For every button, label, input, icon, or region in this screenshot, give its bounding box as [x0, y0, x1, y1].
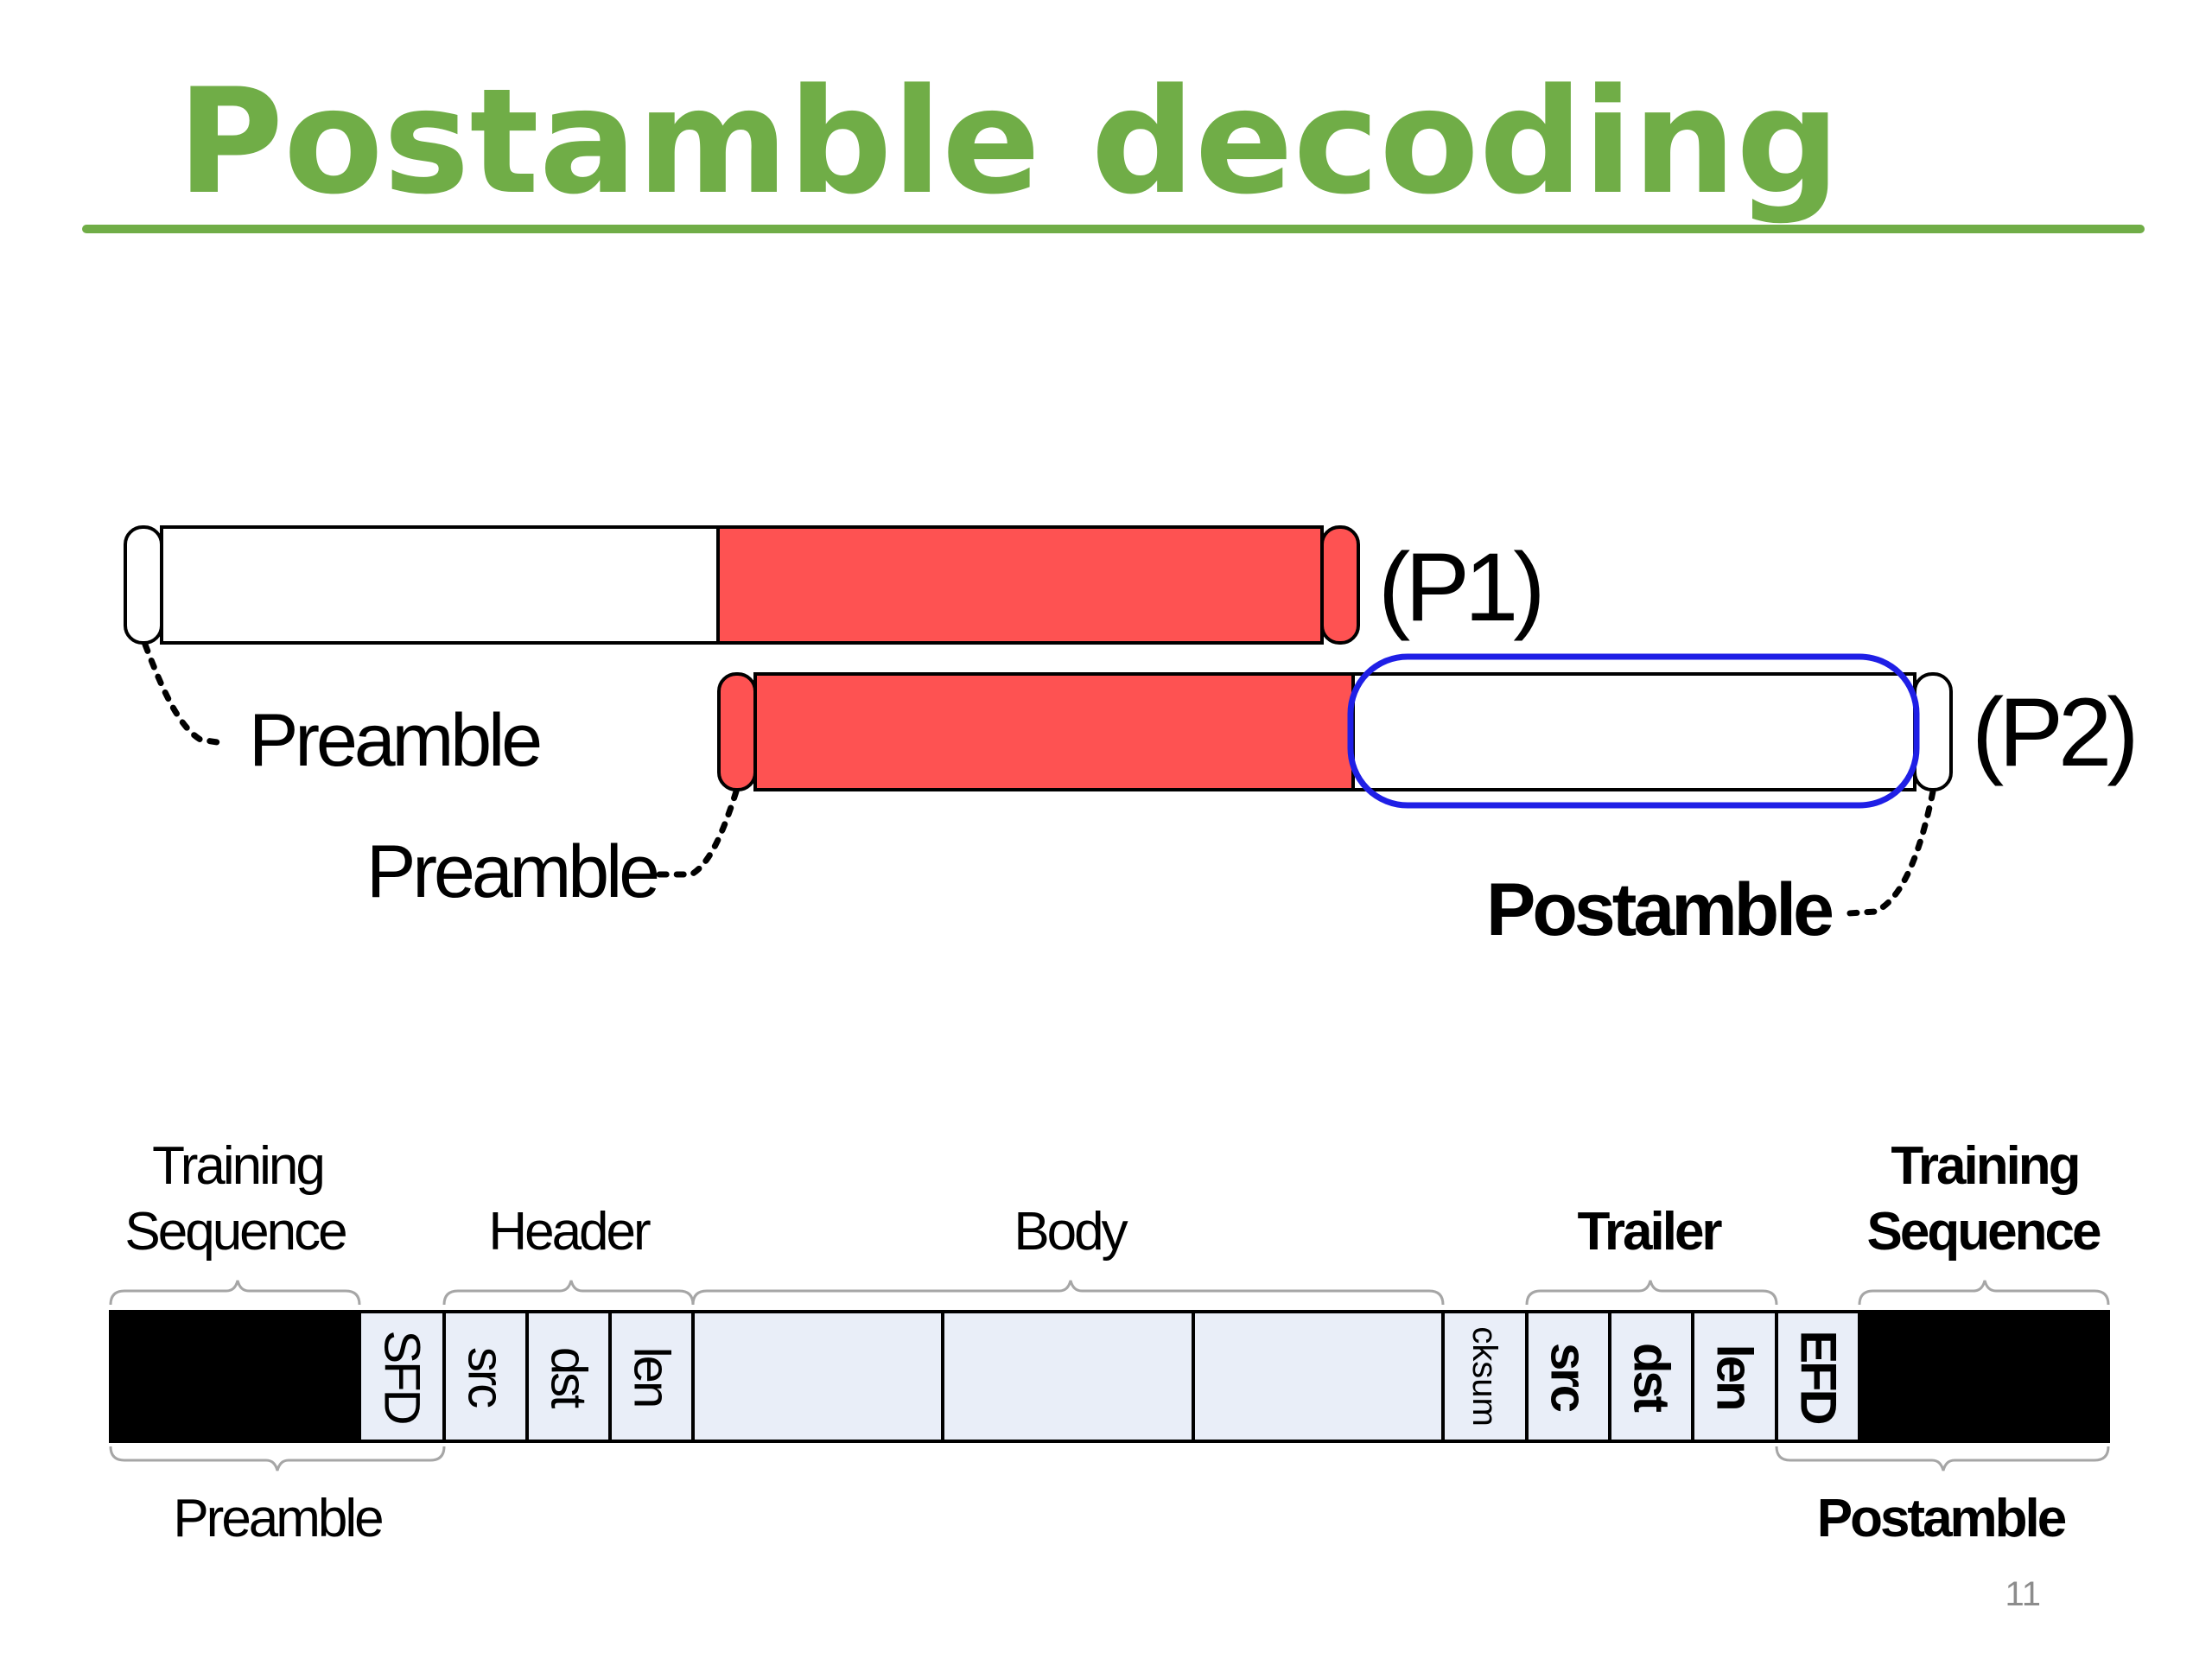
frame-bar: [109, 1310, 2110, 1443]
training-sequence-right-line2: Sequence: [1867, 1202, 2101, 1262]
frame-field-labels: SFD src dst len cksum src dst len EFD: [374, 1326, 1847, 1427]
brace-body: [691, 1280, 1445, 1306]
p2-body-clean: [1351, 672, 1916, 791]
training-sequence-left-line1: Training: [152, 1136, 323, 1196]
p1-body-collided: [716, 525, 1324, 645]
slide-title: Postamble decoding: [177, 57, 1840, 226]
frame-preamble-label: Preamble: [173, 1489, 382, 1548]
body-block-2: [941, 1310, 1195, 1443]
field-src: [442, 1310, 529, 1443]
training-sequence-left-line2: Sequence: [124, 1202, 346, 1262]
field-cksum-label: cksum: [1465, 1326, 1503, 1427]
frame-top-labels: Training Sequence Header Body Trailer Tr…: [124, 1136, 2103, 1262]
brace-preamble: [109, 1446, 446, 1471]
header-label: Header: [488, 1202, 651, 1262]
frame-postamble-label: Postamble: [1817, 1489, 2066, 1548]
page-number: 11: [2005, 1575, 2041, 1613]
field-dst: [525, 1310, 612, 1443]
recoverable-region-highlight: [1347, 653, 1920, 809]
field-dst-label: dst: [541, 1347, 597, 1408]
p2-postamble-cap: [1913, 672, 1953, 791]
training-sequence-left-block: [109, 1310, 361, 1443]
field-len-label: len: [624, 1347, 680, 1406]
field-efd: [1775, 1310, 1861, 1443]
p2-preamble-cap: [717, 672, 757, 791]
training-sequence-right-block: [1858, 1310, 2110, 1443]
packet-p2: (P2): [717, 653, 2139, 809]
p1-label: (P1): [1378, 533, 1541, 641]
p2-postamble-leader: [1846, 788, 1936, 917]
brace-trailer: [1525, 1280, 1778, 1306]
p2-body-collided: [753, 672, 1355, 791]
frame-top-braces: [109, 1280, 2110, 1306]
p1-preamble-label: Preamble: [249, 699, 540, 782]
brace-training-left: [109, 1280, 361, 1306]
p2-preamble-leader: [646, 788, 740, 878]
p1-body-clean: [160, 525, 720, 645]
field-cksum: [1441, 1310, 1529, 1443]
field-trailer-dst: [1608, 1310, 1694, 1443]
p1-postamble-cap: [1320, 525, 1360, 645]
body-block-1: [691, 1310, 944, 1443]
training-sequence-right-line1: Training: [1891, 1136, 2078, 1196]
trailer-label: Trailer: [1577, 1202, 1722, 1262]
brace-postamble: [1775, 1446, 2110, 1471]
body-label: Body: [1014, 1202, 1128, 1262]
frame-bottom-braces: [109, 1446, 2110, 1471]
p2-postamble-label: Postamble: [1486, 868, 1832, 951]
p2-label: (P2): [1972, 678, 2134, 786]
field-trailer-len-label: len: [1707, 1344, 1763, 1409]
p1-preamble-cap: [124, 525, 163, 645]
packet-p1: (P1): [124, 525, 1546, 645]
field-trailer-src-label: src: [1541, 1343, 1597, 1412]
brace-header: [442, 1280, 695, 1306]
field-efd-label: EFD: [1790, 1331, 1847, 1424]
field-sfd-label: SFD: [374, 1331, 430, 1424]
p1-preamble-leader: [142, 641, 226, 747]
brace-training-right: [1858, 1280, 2110, 1306]
body-block-3: [1192, 1310, 1445, 1443]
field-src-label: src: [458, 1347, 514, 1408]
p2-preamble-label: Preamble: [366, 830, 658, 913]
field-trailer-dst-label: dst: [1624, 1343, 1680, 1413]
